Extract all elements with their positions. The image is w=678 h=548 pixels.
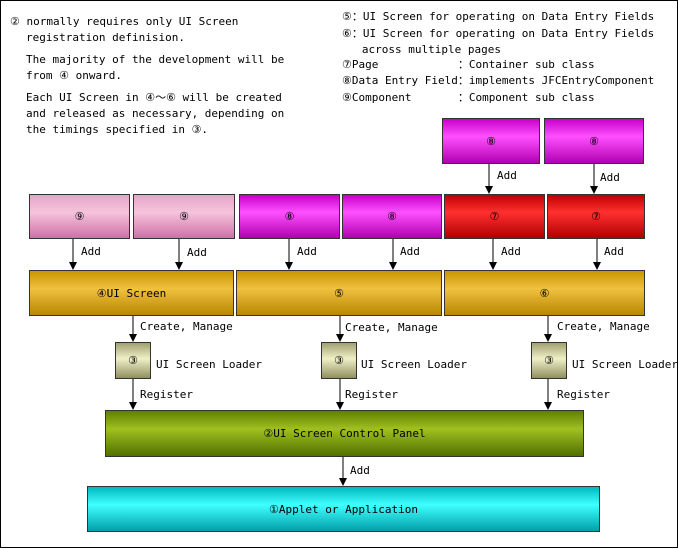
register-label: Register xyxy=(557,388,610,401)
add-label: Add xyxy=(400,245,420,258)
add-label: Add xyxy=(297,245,317,258)
page-box: ⑦ xyxy=(547,194,645,239)
note-line: ② normally requires only UI Screen xyxy=(10,15,239,28)
note-line: and released as necessary, depending on xyxy=(26,107,285,120)
note-line: The majority of the development will be xyxy=(26,53,285,66)
data-entry-field-box: ⑧ xyxy=(239,194,340,239)
note-line: Each UI Screen in ④～⑥ will be created xyxy=(26,91,282,104)
loader-label: UI Screen Loader xyxy=(572,358,678,371)
create-manage-label: Create, Manage xyxy=(345,321,438,334)
note-line: from ④ onward. xyxy=(26,69,122,82)
legend-line: ⑥：UI Screen for operating on Data Entry … xyxy=(342,27,655,40)
ui-screen-box: ⑤ xyxy=(236,270,442,316)
loader-label: UI Screen Loader xyxy=(361,358,467,371)
page-box: ⑦ xyxy=(444,194,545,239)
create-manage-label: Create, Manage xyxy=(557,320,650,333)
register-label: Register xyxy=(140,388,193,401)
ui-screen-loader-box: ③ xyxy=(115,342,151,379)
legend-line: ⑧Data Entry Field：implements JFCEntryCom… xyxy=(342,74,655,87)
ui-screen-loader-box: ③ xyxy=(321,342,357,379)
register-label: Register xyxy=(345,388,398,401)
add-label: Add xyxy=(350,464,370,477)
add-label: Add xyxy=(501,245,521,258)
ui-screen-loader-box: ③ xyxy=(531,342,567,379)
add-label: Add xyxy=(604,245,624,258)
ui-screen-box: ④UI Screen xyxy=(29,270,234,316)
ui-screen-control-panel-box: ②UI Screen Control Panel xyxy=(105,410,584,457)
add-label: Add xyxy=(81,245,101,258)
ui-screen-box: ⑥ xyxy=(444,270,645,316)
legend-line: across multiple pages xyxy=(342,43,501,56)
add-label: Add xyxy=(497,169,517,182)
applet-or-application-box: ①Applet or Application xyxy=(87,486,600,532)
data-entry-field-box: ⑧ xyxy=(544,118,644,164)
note-line: registration definision. xyxy=(26,31,185,44)
legend-line: ⑤：UI Screen for operating on Data Entry … xyxy=(342,10,655,23)
legend-line: ⑨Component ：Component sub class xyxy=(342,91,595,104)
legend-line: ⑦Page ：Container sub class xyxy=(342,58,595,71)
add-label: Add xyxy=(600,171,620,184)
note-line: the timings specified in ③. xyxy=(26,123,209,136)
component-box: ⑨ xyxy=(29,194,130,239)
component-box: ⑨ xyxy=(133,194,235,239)
create-manage-label: Create, Manage xyxy=(140,320,233,333)
data-entry-field-box: ⑧ xyxy=(342,194,442,239)
loader-label: UI Screen Loader xyxy=(156,358,262,371)
data-entry-field-box: ⑧ xyxy=(442,118,540,164)
add-label: Add xyxy=(187,246,207,259)
